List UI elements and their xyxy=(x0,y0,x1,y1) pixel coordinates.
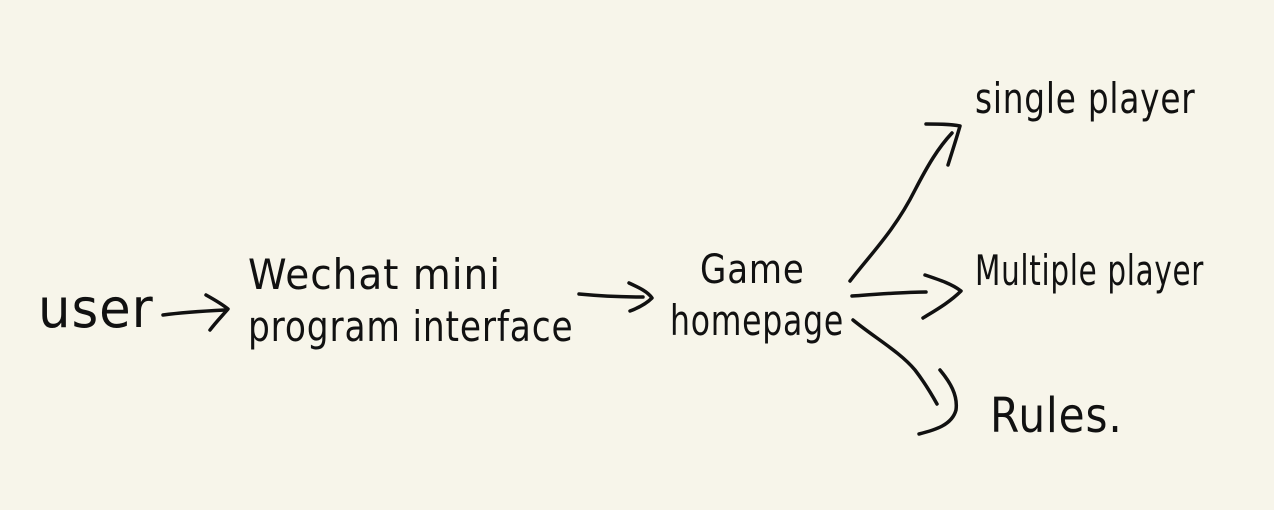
node-wechat-line2: program interface xyxy=(248,302,574,351)
node-multiple-player: Multiple player xyxy=(975,246,1205,295)
arrow-game-to-rules xyxy=(851,318,959,436)
arrow-wechat-to-game xyxy=(577,281,654,313)
node-wechat-line1: Wechat mini xyxy=(248,250,502,299)
node-rules: Rules. xyxy=(990,388,1123,444)
node-single-player: single player xyxy=(975,74,1196,123)
arrow-user-to-wechat xyxy=(161,293,230,332)
node-game-line1: Game xyxy=(700,247,805,293)
arrow-game-to-multiple xyxy=(850,273,963,320)
arrow-game-to-single xyxy=(848,122,962,283)
node-game-line2: homepage xyxy=(670,296,844,345)
node-user: user xyxy=(38,277,154,340)
